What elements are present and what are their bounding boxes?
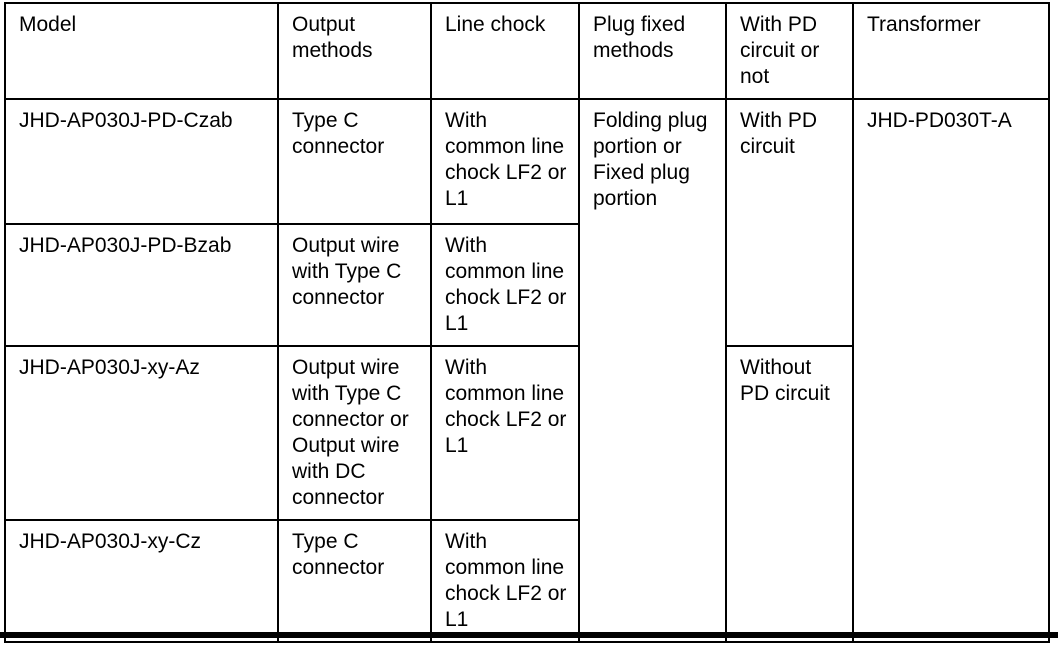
plug-fixed-methods-cell: Folding plug portion or Fixed plug porti…: [578, 98, 727, 643]
header-plug-fixed-methods: Plug fixed methods: [578, 2, 727, 100]
header-model: Model: [4, 2, 279, 100]
output-methods-cell: Output wire with Type C connector: [277, 223, 432, 347]
model-cell: JHD-AP030J-xy-Az: [4, 345, 279, 521]
output-methods-cell: Output wire with Type C connector or Out…: [277, 345, 432, 521]
line-chock-cell: With common line chock LF2 or L1: [430, 519, 580, 643]
table-row: JHD-AP030J-PD-Czab Type C connector With…: [4, 98, 1050, 643]
pd-circuit-with-cell: With PD circuit: [725, 98, 854, 347]
pd-circuit-without-cell: Without PD circuit: [725, 345, 854, 643]
line-chock-cell: With common line chock LF2 or L1: [430, 98, 580, 225]
header-output-methods: Output methods: [277, 2, 432, 100]
model-cell: JHD-AP030J-xy-Cz: [4, 519, 279, 643]
table-row: JHD-AP030J-PD-Bzab Output wire with Type…: [4, 223, 1049, 347]
table-header-row: Model Output methods Line chock Plug fix…: [4, 2, 1050, 100]
transformer-cell: JHD-PD030T-A: [852, 98, 1050, 643]
header-transformer: Transformer: [852, 2, 1050, 100]
header-pd-circuit: With PD circuit or not: [725, 2, 854, 100]
output-methods-cell: Type C connector: [277, 519, 432, 643]
model-spec-table: Model Output methods Line chock Plug fix…: [4, 2, 1050, 643]
table-row: JHD-AP030J-xy-Az Output wire with Type C…: [4, 345, 1049, 643]
line-chock-cell: With common line chock LF2 or L1: [430, 345, 580, 521]
output-methods-cell: Type C connector: [277, 98, 432, 225]
header-line-chock: Line chock: [430, 2, 580, 100]
model-cell: JHD-AP030J-PD-Bzab: [4, 223, 279, 347]
line-chock-cell: With common line chock LF2 or L1: [430, 223, 580, 347]
page-bottom-rule: [0, 632, 1058, 638]
table-row: JHD-AP030J-xy-Cz Type C connector With c…: [4, 519, 1049, 643]
model-cell: JHD-AP030J-PD-Czab: [4, 98, 279, 225]
